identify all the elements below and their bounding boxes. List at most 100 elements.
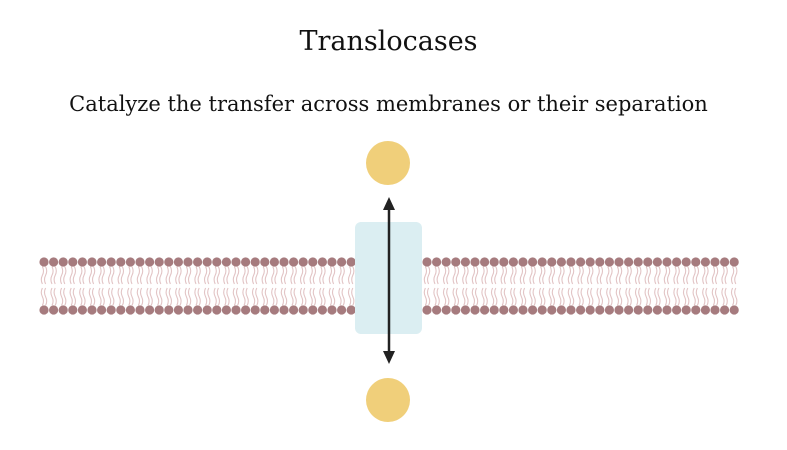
lipid-tail <box>561 266 565 285</box>
lipid-tail <box>538 287 543 306</box>
lipid-head <box>183 305 193 315</box>
lipid-head <box>241 257 251 267</box>
lipid-tail <box>53 287 57 306</box>
lipid-tail <box>341 266 345 285</box>
molecule-top <box>366 141 410 185</box>
lipid-tail <box>455 287 460 306</box>
lipid-tail <box>529 266 533 285</box>
lipid-head <box>97 305 107 315</box>
arrow-head-up <box>383 197 395 210</box>
lipid-tail <box>232 287 237 306</box>
lipid-tail <box>312 287 317 306</box>
lipid-head <box>595 257 605 267</box>
lipid-tail <box>426 287 431 306</box>
lipid-head <box>193 305 203 315</box>
lipid-tail <box>695 287 700 306</box>
lipid-tail <box>136 287 141 306</box>
lipid-tail <box>328 287 333 306</box>
lipid-tail <box>69 287 73 306</box>
lipid-tail <box>615 287 620 306</box>
lipid-tail <box>474 266 479 285</box>
lipid-tail <box>494 266 498 285</box>
lipid-head <box>710 305 720 315</box>
lipid-tail <box>638 266 642 285</box>
diagram-subtitle: Catalyze the transfer across membranes o… <box>69 92 708 116</box>
lipid-head <box>241 305 251 315</box>
lipid-tail <box>351 266 355 285</box>
lipid-tail <box>500 266 504 285</box>
lipid-tail <box>446 266 450 285</box>
lipid-tail <box>117 287 121 306</box>
lipid-tail <box>625 266 629 285</box>
lipid-head <box>681 305 691 315</box>
lipid-head <box>49 305 59 315</box>
lipid-head <box>691 305 701 315</box>
lipid-tail <box>663 266 668 285</box>
lipid-tail <box>255 266 259 285</box>
lipid-tail <box>481 287 485 306</box>
lipid-tail <box>446 287 450 306</box>
lipid-tail <box>462 287 466 306</box>
lipid-tail <box>293 266 297 285</box>
lipid-head <box>269 305 279 315</box>
lipid-tail <box>596 266 600 285</box>
lipid-tail <box>692 287 696 306</box>
lipid-head <box>604 305 615 315</box>
lipid-head <box>518 305 528 315</box>
lipid-tail <box>513 287 517 306</box>
lipid-tail <box>686 287 690 306</box>
lipid-tail <box>261 287 265 306</box>
lipid-tail <box>274 287 278 306</box>
lipid-head <box>691 257 701 267</box>
lipid-tail <box>40 266 45 285</box>
lipid-head <box>489 257 499 267</box>
lipid-tail <box>465 266 469 285</box>
lipid-tail <box>312 266 317 285</box>
lipid-tail <box>490 287 495 306</box>
lipid-head <box>39 257 49 267</box>
lipid-tail <box>149 266 153 285</box>
lipid-tail <box>599 266 604 285</box>
lipid-head <box>451 257 461 267</box>
lipid-head <box>460 305 470 315</box>
lipid-tail <box>436 266 440 285</box>
lipid-head <box>97 257 107 267</box>
lipid-tail <box>319 266 323 285</box>
lipid-head <box>202 305 212 315</box>
lipid-tail <box>168 287 173 306</box>
lipid-head <box>68 305 78 315</box>
lipid-tail <box>43 287 48 306</box>
lipid-tail <box>676 266 680 285</box>
lipid-head <box>537 257 547 267</box>
lipid-head <box>87 305 97 315</box>
lipid-tail <box>111 287 115 306</box>
lipid-tail <box>159 266 163 285</box>
lipid-tail <box>223 266 227 285</box>
lipid-head <box>508 305 518 315</box>
lipid-head <box>68 257 78 267</box>
lipid-head <box>729 305 739 315</box>
lipid-head <box>116 257 126 267</box>
lipid-head <box>662 305 672 315</box>
lipid-tail <box>599 287 604 306</box>
lipid-tail <box>686 266 690 285</box>
lipid-tail <box>433 287 437 306</box>
lipid-tail <box>91 287 96 306</box>
lipid-tail <box>130 266 134 285</box>
lipid-head <box>125 305 135 315</box>
lipid-tail <box>590 287 594 306</box>
lipid-head <box>193 257 203 267</box>
lipid-head <box>231 257 241 267</box>
lipid-head <box>279 305 289 315</box>
lipid-head <box>260 305 270 315</box>
lipid-tail <box>676 287 680 306</box>
lipid-head <box>681 257 691 267</box>
lipid-tail <box>216 266 221 285</box>
lipid-tail <box>724 266 728 285</box>
lipid-tail <box>242 266 246 285</box>
lipid-head <box>422 305 432 315</box>
lipid-tail <box>484 287 488 306</box>
lipid-tail <box>127 266 131 285</box>
lipid-tail <box>714 287 719 306</box>
